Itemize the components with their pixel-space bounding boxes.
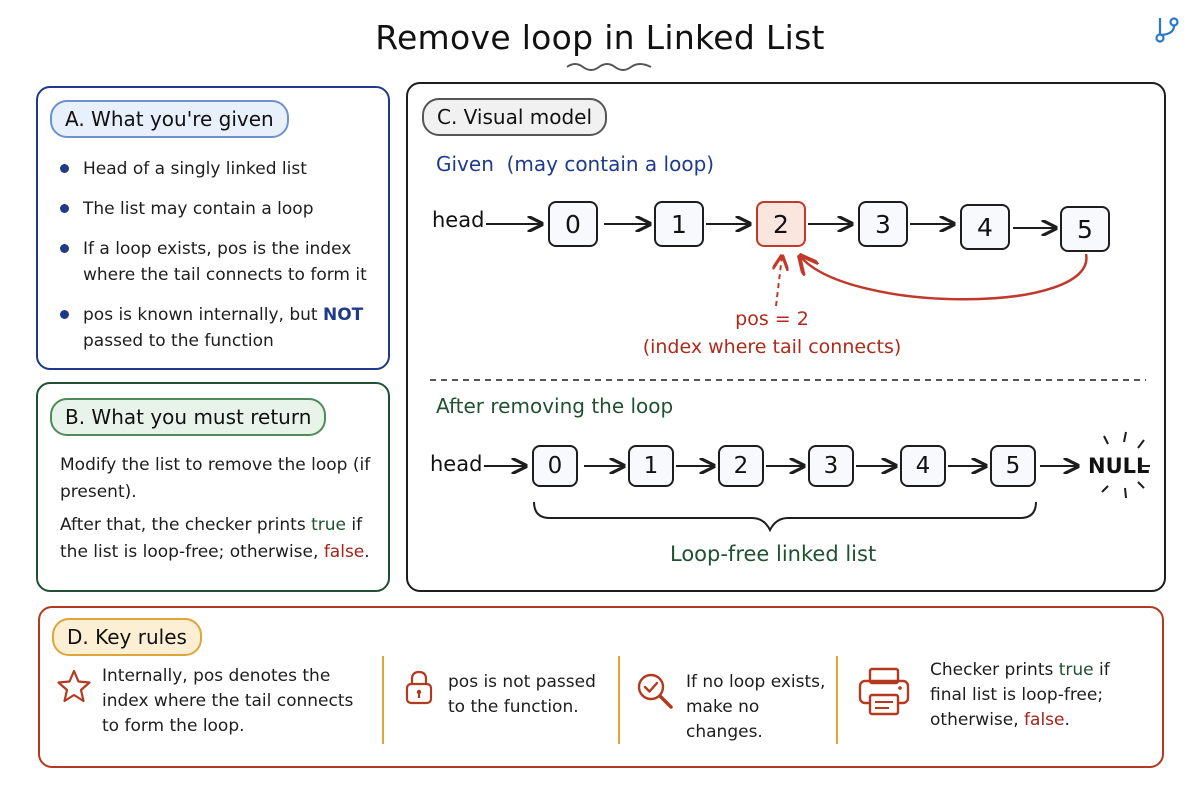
panel-a-tag: A. What you're given — [50, 100, 289, 138]
after-node: 1 — [628, 445, 674, 487]
rule-pos-not-passed: pos is not passed to the function. — [448, 672, 596, 717]
panel-c-tag: C. Visual model — [422, 98, 608, 136]
list-item: If a loop exists, pos is the index where… — [58, 236, 378, 288]
rule-no-loop-no-change: If no loop exists, make no changes. — [686, 672, 826, 742]
rule-pos-meaning: Internally, pos denotes the index where … — [102, 666, 354, 736]
star-icon — [57, 669, 91, 703]
title-underline-squiggle — [566, 63, 652, 71]
rule-checker-output: Checker prints true if final list is loo… — [930, 660, 1110, 730]
magnifier-check-icon — [637, 673, 673, 709]
diagram-arrows — [430, 84, 1150, 533]
after-node: 0 — [532, 445, 578, 487]
panel-visual-model: C. Visual model Given (may contain a loo… — [406, 82, 1166, 592]
given-node-loop-target: 2 — [756, 201, 806, 247]
after-node: 5 — [990, 445, 1036, 487]
head-label: head — [432, 208, 485, 232]
list-item: The list may contain a loop — [58, 196, 378, 222]
bullet-dot-icon — [60, 310, 69, 319]
given-node: 5 — [1060, 206, 1110, 252]
pos-label: pos = 2 — [735, 308, 809, 330]
head-label-after: head — [430, 452, 483, 476]
branch-icon[interactable] — [1152, 14, 1182, 44]
list-item: Head of a singly linked list — [58, 156, 378, 182]
not-keyword: NOT — [323, 305, 364, 325]
after-node: 4 — [900, 445, 946, 487]
panel-whats-given: A. What you're given Head of a singly li… — [36, 86, 390, 370]
bullet-dot-icon — [60, 204, 69, 213]
rule-divider — [382, 656, 384, 744]
return-instruction: Modify the list to remove the loop (if p… — [60, 455, 371, 502]
rule-divider — [836, 656, 838, 744]
return-checker-note: After that, the checker prints true if t… — [60, 515, 370, 562]
after-node: 2 — [718, 445, 764, 487]
null-burst-icon — [1101, 431, 1150, 499]
panel-b-tag: B. What you must return — [50, 398, 327, 436]
list-item: pos is known internally, but NOT passed … — [58, 302, 378, 354]
printer-icon — [858, 667, 910, 716]
rule-divider — [618, 656, 620, 744]
given-node: 3 — [858, 201, 908, 247]
lock-icon — [405, 670, 433, 705]
given-node: 1 — [654, 201, 704, 247]
panel-d-tag: D. Key rules — [52, 618, 202, 656]
pos-note: (index where tail connects) — [642, 336, 902, 358]
loop-free-label: Loop-free linked list — [670, 542, 877, 566]
true-keyword: true — [1058, 660, 1094, 680]
bullet-dot-icon — [60, 164, 69, 173]
false-keyword: false — [323, 542, 365, 562]
page-title: Remove loop in Linked List — [375, 18, 825, 57]
given-arrows — [486, 224, 1056, 228]
given-node: 0 — [548, 201, 598, 247]
panel-what-you-must-return: B. What you must return Modify the list … — [36, 382, 390, 592]
loop-back-arrow — [800, 254, 1088, 301]
given-node: 4 — [960, 204, 1010, 250]
false-keyword: false — [1024, 710, 1065, 730]
after-heading: After removing the loop — [436, 394, 674, 418]
loop-free-brace — [533, 501, 1037, 533]
bullet-dot-icon — [60, 244, 69, 253]
given-heading: Given (may contain a loop) — [436, 152, 715, 176]
given-list: Head of a singly linked list The list ma… — [58, 156, 378, 368]
pos-pointer — [776, 256, 782, 307]
after-node: 3 — [808, 445, 854, 487]
panel-key-rules: D. Key rules Internally, pos denotes the… — [38, 606, 1164, 768]
null-label: NULL — [1088, 454, 1150, 478]
true-keyword: true — [311, 515, 346, 535]
